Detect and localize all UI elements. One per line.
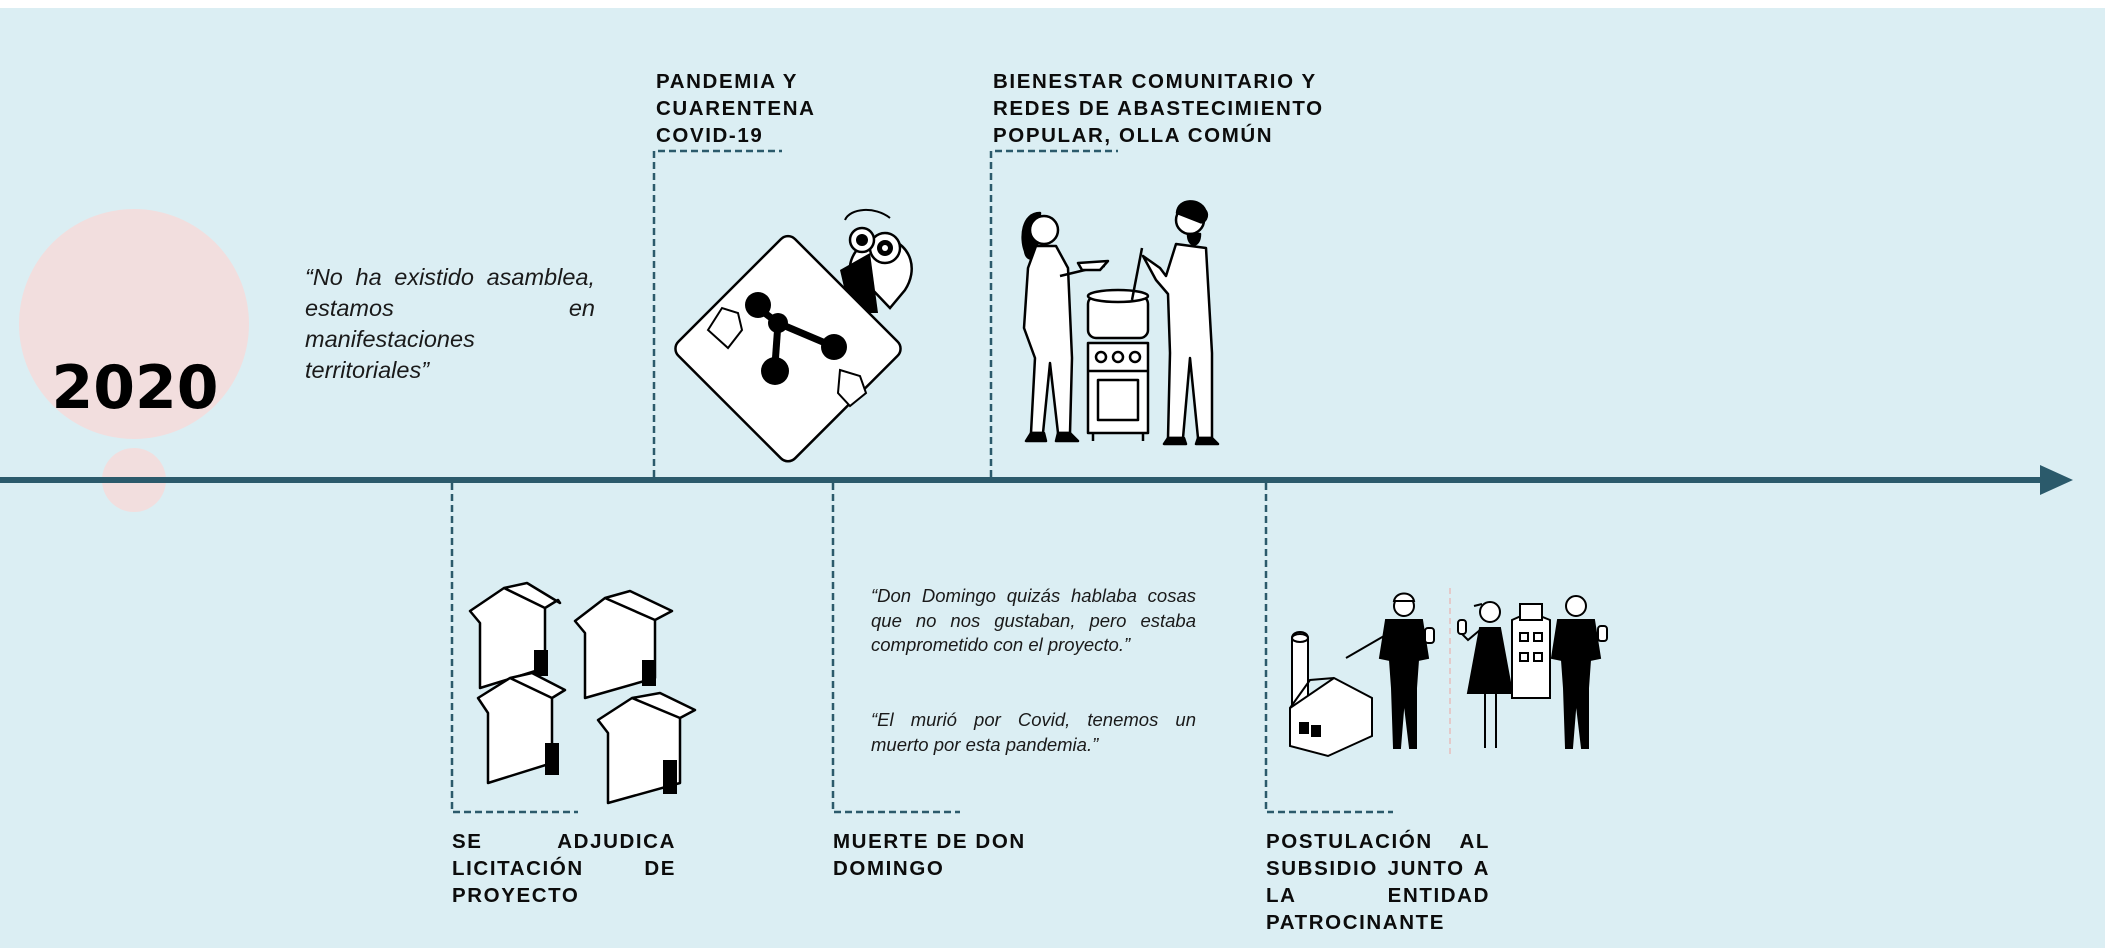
connector-muerte: [831, 483, 960, 814]
quote-asamblea: “No ha existido asamblea, estamos en man…: [305, 264, 595, 383]
year-label: 2020: [51, 353, 219, 423]
quote-don-domingo-1: “Don Domingo quizás hablaba cosas que no…: [871, 585, 1196, 655]
connector-pandemia: [652, 149, 782, 477]
heading-postulacion: POSTULACIÓN AL SUBSIDIO JUNTO A LA ENTID…: [1266, 830, 1490, 934]
connector-bienestar: [989, 149, 1118, 477]
heading-licitacion: SE ADJUDICA LICITACIÓN DE PROYECTO: [452, 830, 676, 907]
timeline-arrowhead: [2040, 465, 2073, 495]
houses-icon: [468, 581, 697, 805]
quote-don-domingo-2: “El murió por Covid, tenemos un muerto p…: [871, 709, 1196, 755]
heading-pandemia: PANDEMIA Y CUARENTENA COVID-19: [656, 70, 815, 147]
heading-bienestar: BIENESTAR COMUNITARIO Y REDES DE ABASTEC…: [993, 70, 1324, 147]
biohazard-sign-gas-mask-icon: [674, 209, 913, 463]
heading-muerte-don-domingo: MUERTE DE DON DOMINGO: [833, 830, 1026, 880]
connector-postulacion: [1264, 483, 1393, 814]
connector-licitacion: [450, 483, 578, 814]
timeline-canvas: 2020 “No ha existido asamblea, estamos e…: [0, 8, 2105, 948]
year-circle: [19, 209, 249, 439]
timeline-graphic: [0, 149, 2073, 814]
subsidy-application-people-icon: [1289, 588, 1608, 758]
community-cooking-pot-icon: [1021, 200, 1220, 446]
